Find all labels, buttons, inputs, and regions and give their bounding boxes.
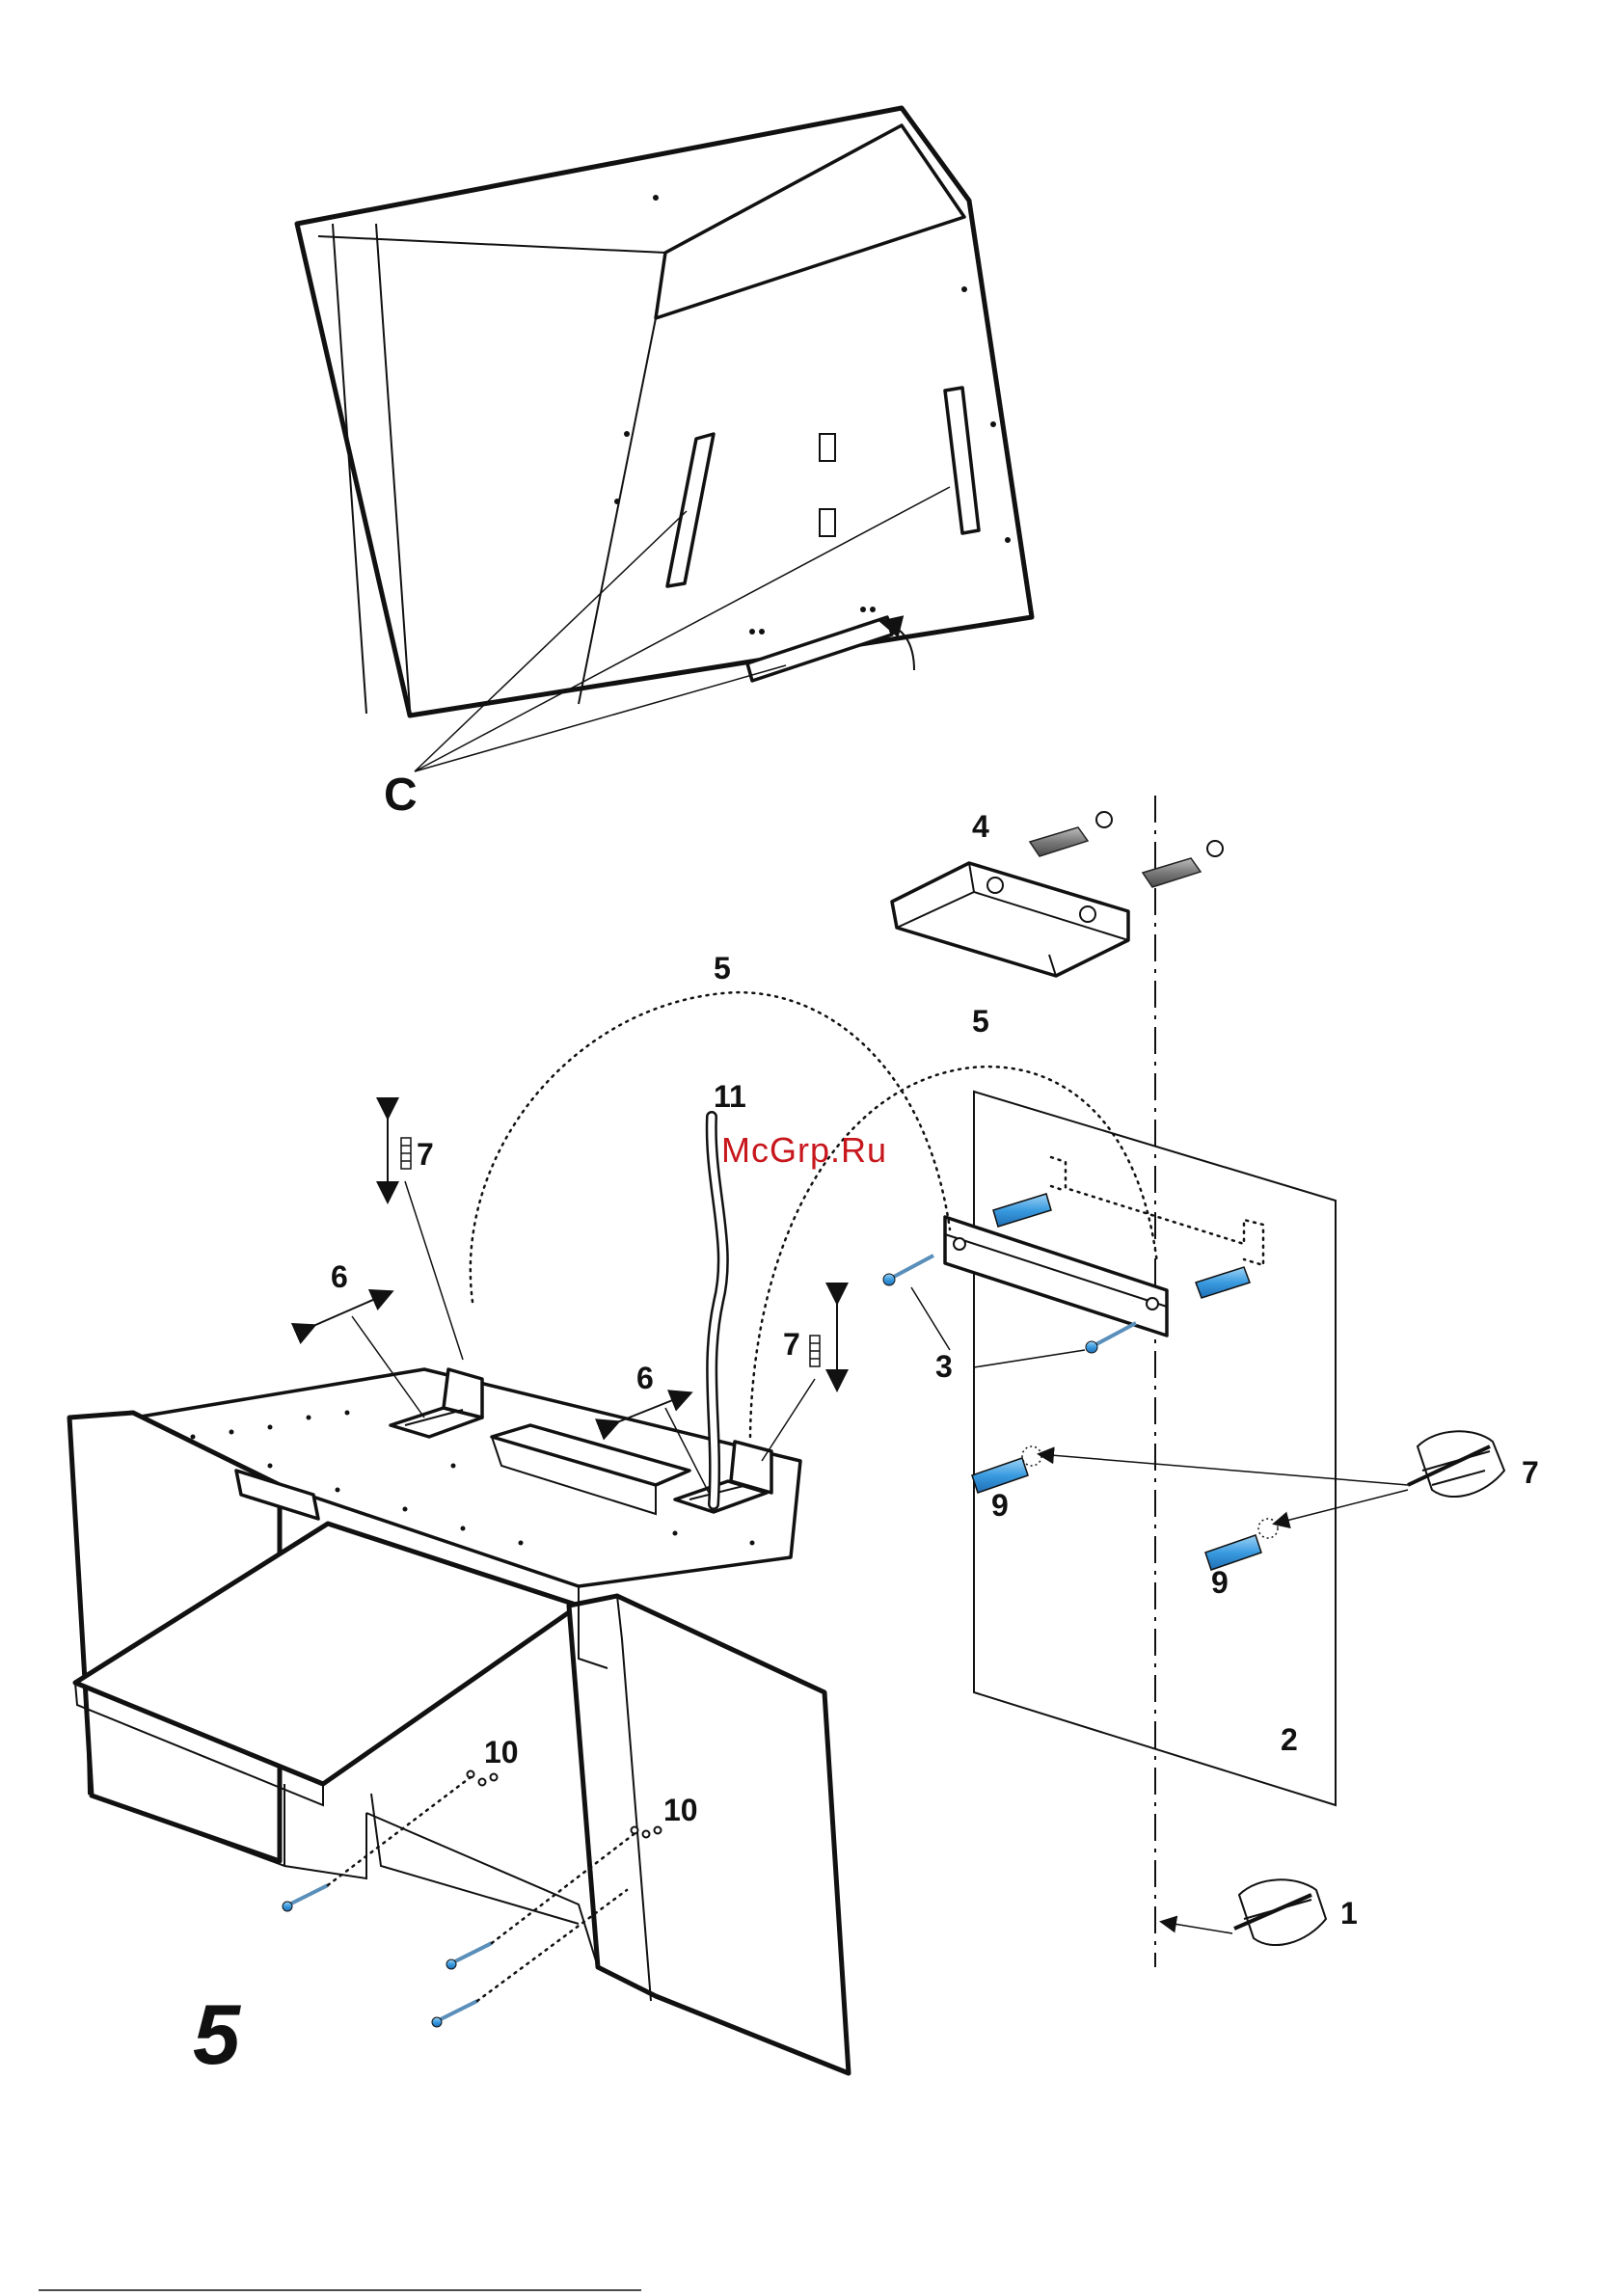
leader-rail-screw-right [974, 1350, 1085, 1367]
leader-rail-screw-left [911, 1287, 950, 1350]
label-bracket: 4 [972, 809, 989, 844]
label-height-left: 7 [417, 1137, 434, 1172]
label-hook-right: 5 [972, 1004, 989, 1039]
label-screws-right: 10 [663, 1793, 698, 1827]
marking-arrow-upper [1040, 1454, 1408, 1485]
label-plug-right: 9 [1211, 1565, 1229, 1600]
label-lateral-left: 6 [331, 1259, 348, 1294]
label-screw: 3 [935, 1349, 953, 1384]
label-c: C [384, 770, 418, 821]
label-plug-left: 9 [991, 1488, 1009, 1523]
height-adjust-right [762, 1302, 837, 1461]
hood-rear-view [297, 108, 1032, 716]
bracket-outline-guide [1051, 1157, 1263, 1265]
wall-rail [945, 1217, 1167, 1336]
vent-hole-upper [820, 434, 835, 461]
label-cable: 11 [714, 1079, 746, 1114]
label-marking-right: 7 [1522, 1455, 1539, 1490]
label-lateral-right: 6 [636, 1361, 654, 1395]
marking-arrow-center-line [1162, 1922, 1232, 1933]
label-wall: 2 [1281, 1722, 1298, 1757]
hand-marking-icon-bottom [1234, 1879, 1326, 1945]
marking-arrow-lower [1275, 1490, 1408, 1524]
step-number: 5 [193, 1986, 241, 2082]
hood-front-door [569, 1596, 849, 2073]
watermark: McGrp.Ru [721, 1130, 887, 1170]
label-height-right: 7 [783, 1327, 800, 1362]
vent-hole-lower [820, 509, 835, 536]
grey-wall-plugs [1030, 812, 1223, 887]
label-screws-left: 10 [484, 1735, 519, 1769]
bracket-top [892, 863, 1128, 976]
label-hook-left: 5 [714, 951, 731, 986]
label-marking-bottom: 1 [1340, 1896, 1358, 1931]
hand-marking-icon-right [1408, 1431, 1504, 1497]
